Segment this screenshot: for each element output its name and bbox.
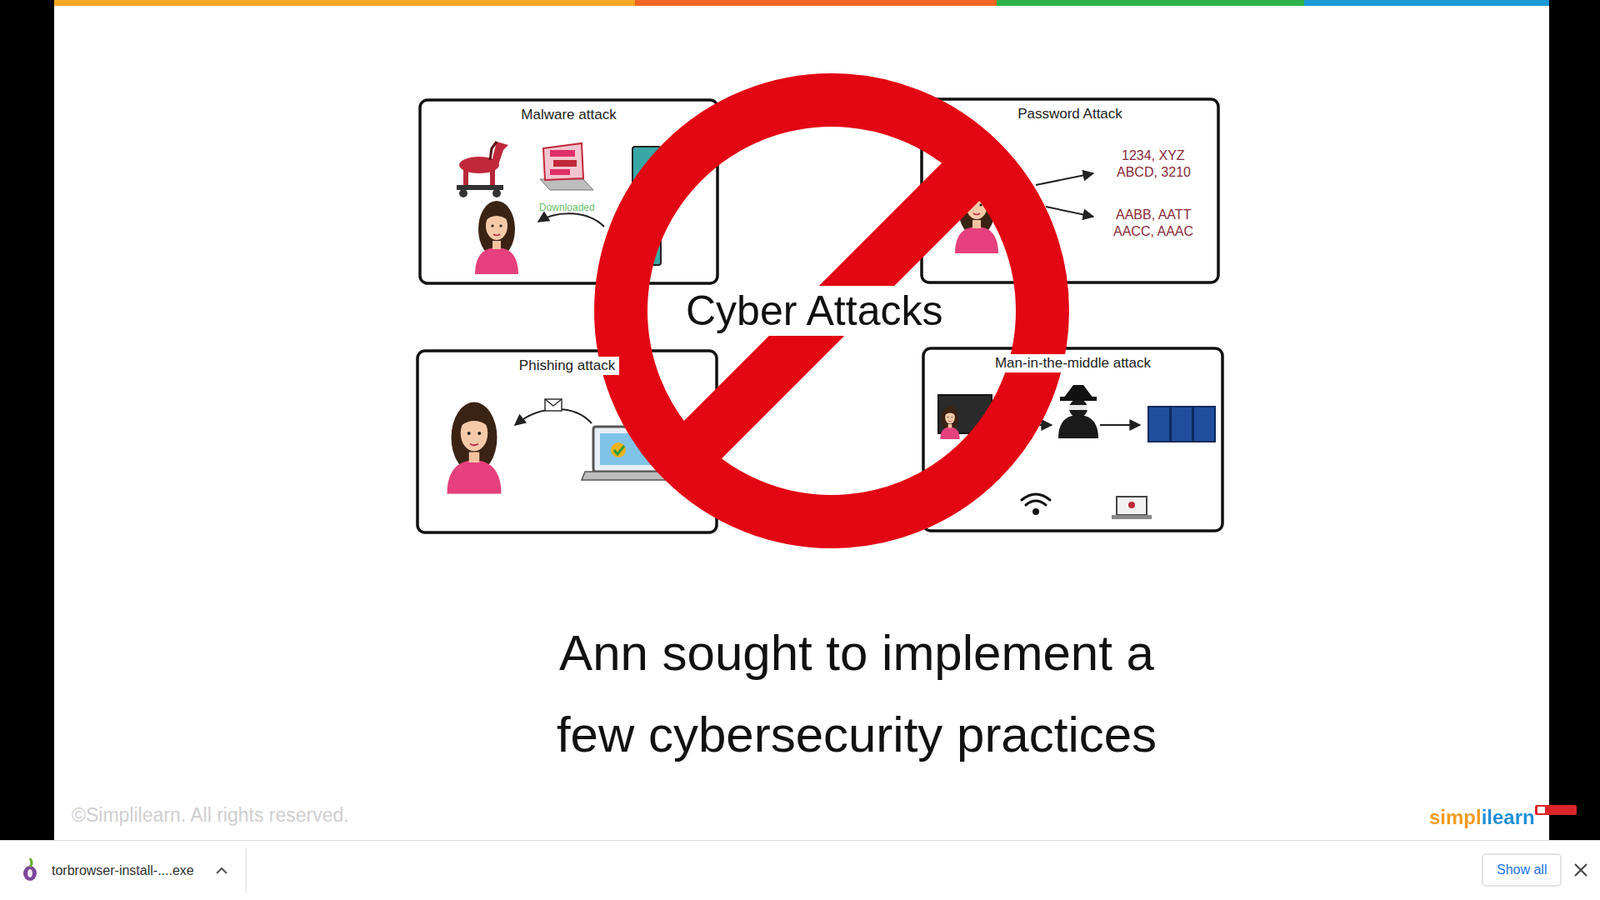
hacker-figure bbox=[1058, 385, 1099, 439]
password-guess: 1234, XYZ bbox=[1121, 148, 1185, 164]
email-arrow bbox=[515, 409, 592, 425]
small-laptop bbox=[1111, 496, 1152, 520]
box-outlines bbox=[417, 99, 1223, 533]
password-guess: AACC, AAAC bbox=[1113, 224, 1194, 240]
guess-arrow bbox=[1035, 173, 1094, 185]
prohibition-sign bbox=[620, 100, 1043, 522]
server-rack bbox=[1148, 406, 1215, 442]
password-guess: AABB, AATT bbox=[1115, 207, 1191, 223]
attack-box: Phishing attack bbox=[417, 350, 717, 533]
infected-laptop bbox=[540, 143, 594, 190]
show-all-button: Show all bbox=[1496, 862, 1547, 878]
box-heading: Password Attack bbox=[1013, 105, 1127, 124]
attack-box: Malware attack bbox=[420, 100, 718, 284]
brand-logo: simplilearn bbox=[1429, 805, 1535, 830]
guess-arrow bbox=[1045, 206, 1094, 217]
attack-box: Password Attack bbox=[921, 99, 1219, 283]
subscribe-badge bbox=[1535, 805, 1577, 815]
box-heading: Malware attack bbox=[516, 105, 620, 125]
woman-figure bbox=[447, 402, 502, 495]
forward-arrow bbox=[1100, 424, 1140, 426]
box-heading: Phishing attack bbox=[515, 356, 620, 375]
center-title: Cyber Attacks bbox=[679, 285, 950, 336]
download-bar bbox=[0, 840, 1600, 900]
video-frame bbox=[0, 0, 1600, 840]
box-heading: Man-in-the-middle attack bbox=[990, 354, 1155, 373]
download-filename: torbrowser-install-....exe bbox=[51, 863, 195, 879]
copyright-watermark: ©Simplilearn. All rights reserved. bbox=[71, 804, 350, 827]
wifi-icon bbox=[1021, 494, 1050, 515]
slide-caption: Ann sought to implement a few cybersecur… bbox=[456, 612, 1257, 776]
arrow-label: Downloaded bbox=[539, 201, 595, 214]
attack-box: Man-in-the-middle attack bbox=[923, 348, 1223, 531]
trojan-horse bbox=[456, 141, 509, 198]
woman-figure bbox=[475, 200, 519, 275]
envelope-icon bbox=[545, 399, 562, 411]
download-arrow bbox=[538, 213, 605, 227]
password-guess: ABCD, 3210 bbox=[1116, 165, 1191, 180]
